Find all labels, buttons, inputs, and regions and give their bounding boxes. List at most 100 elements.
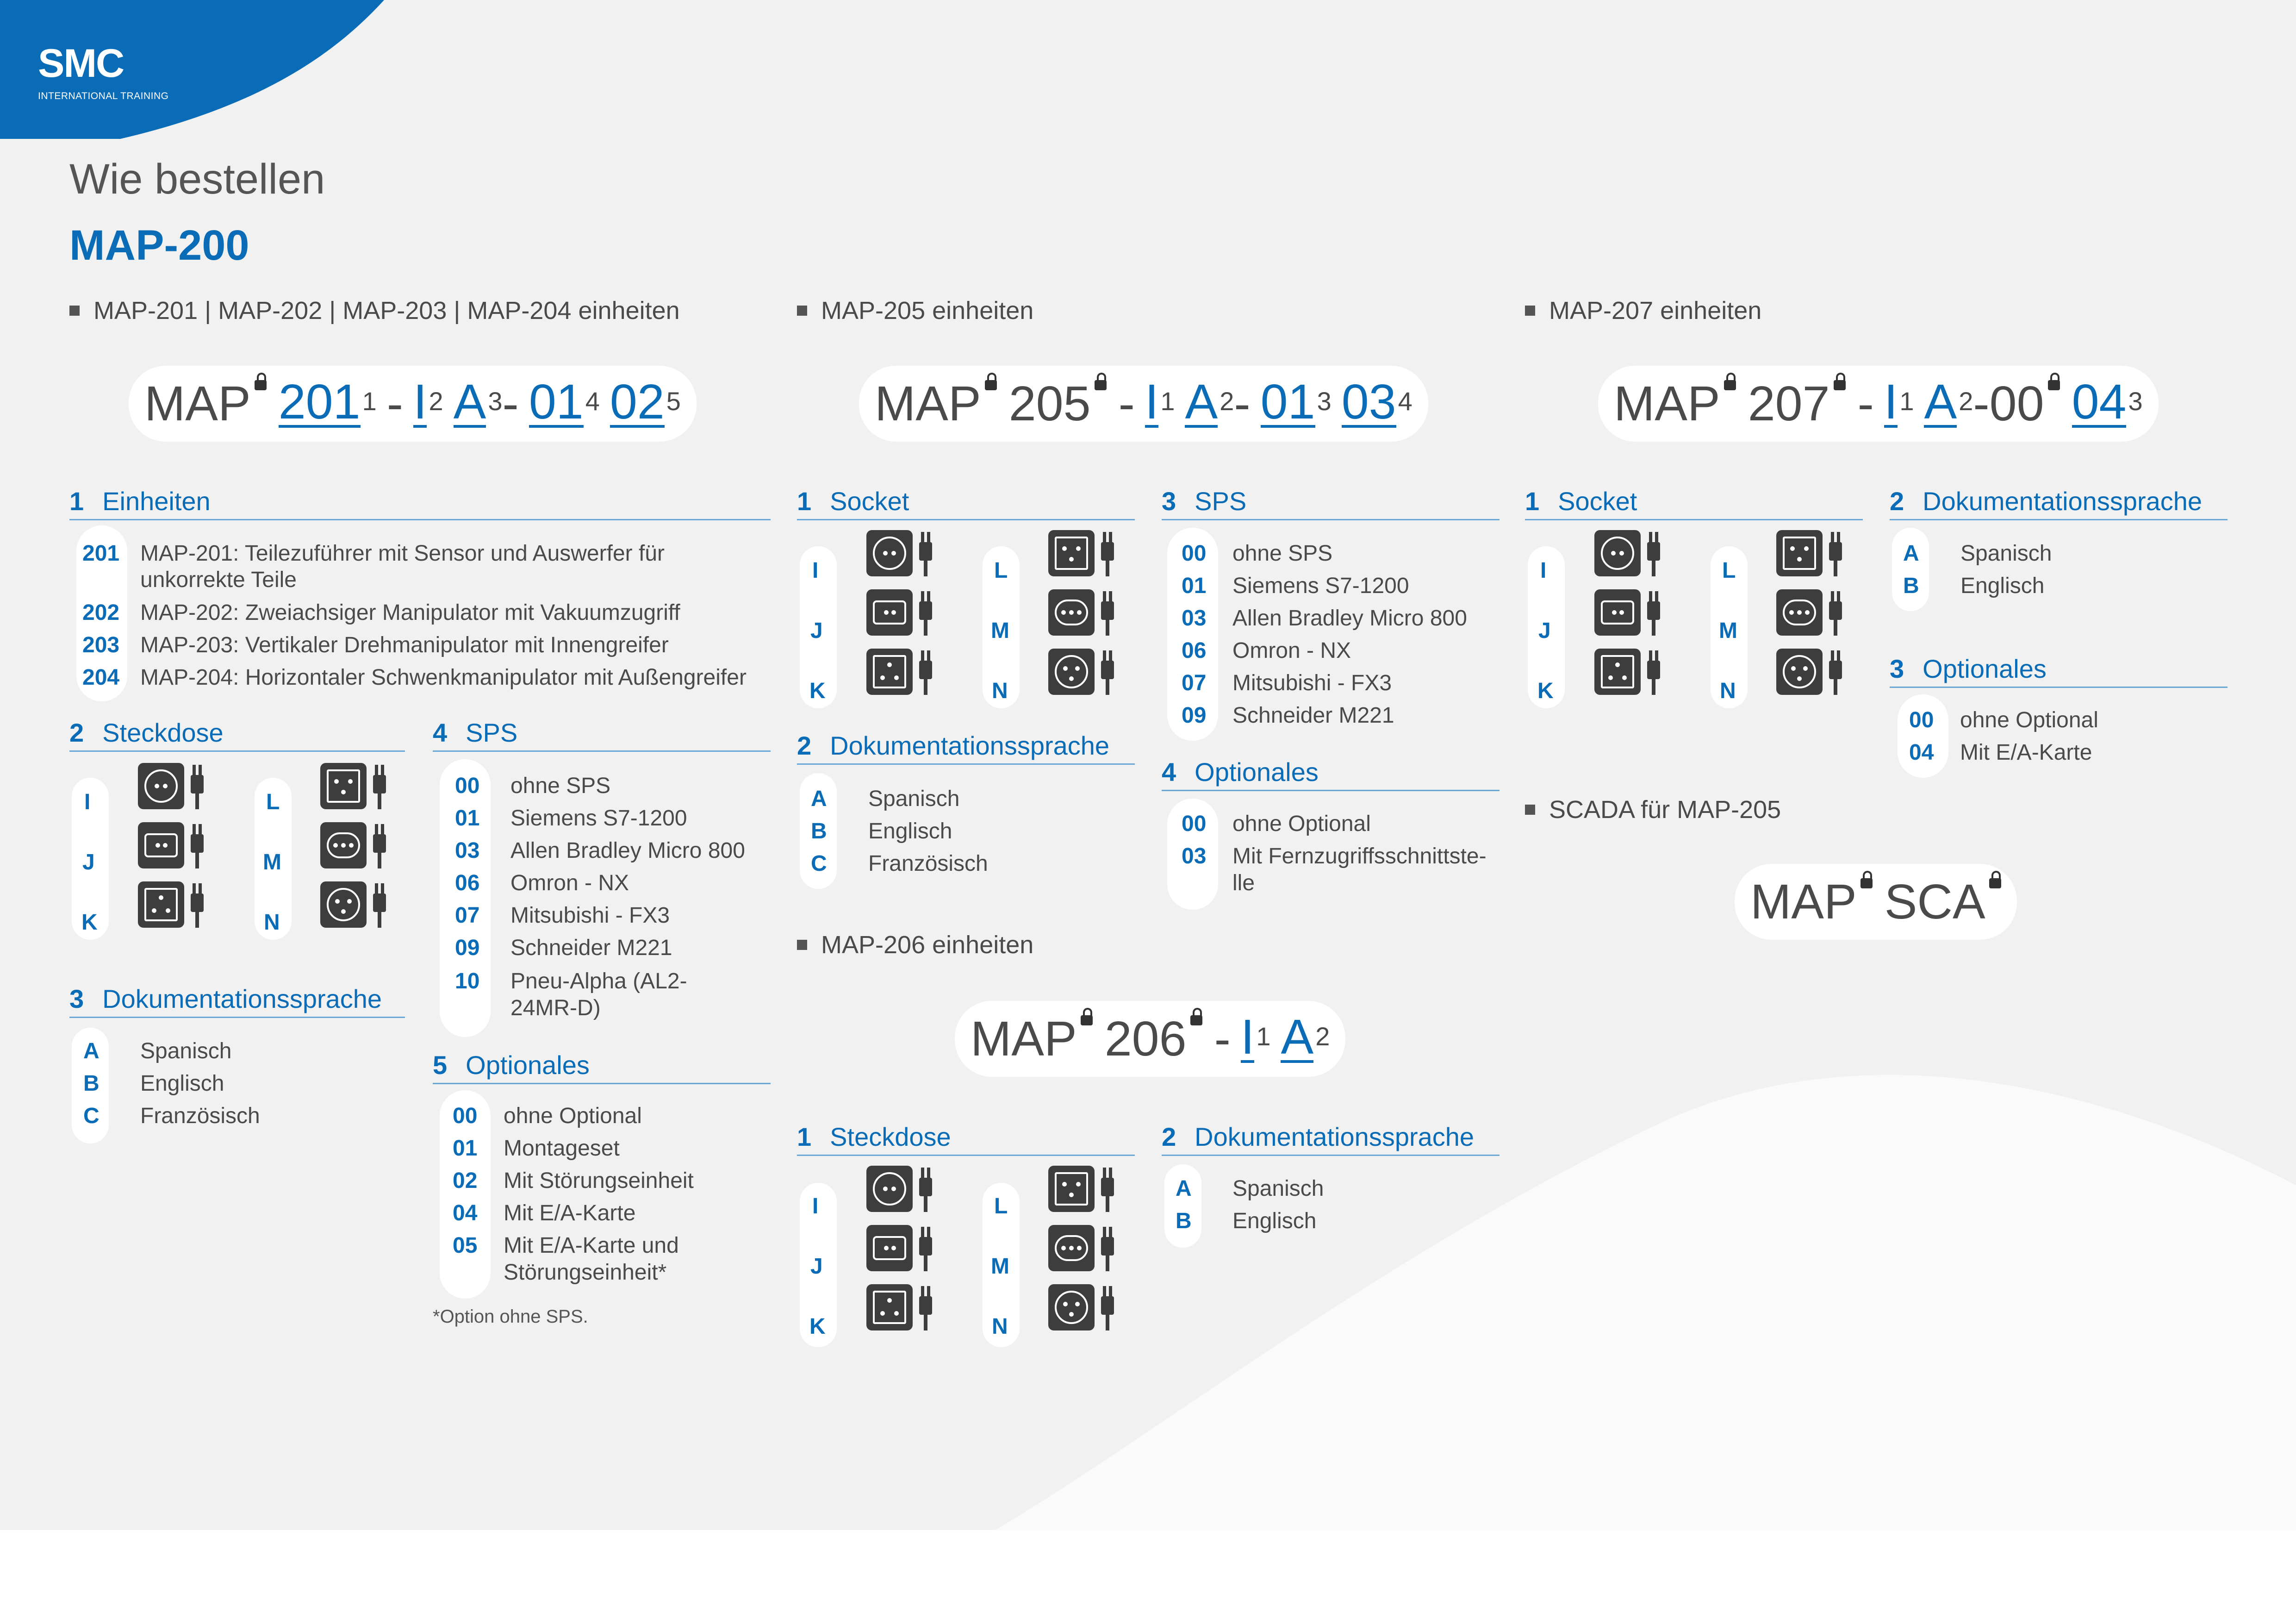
socket-type-j-icon: [866, 589, 913, 636]
plug-icon: [917, 589, 934, 636]
plug-icon: [1645, 649, 1662, 695]
socket-code-m: M: [991, 618, 1009, 643]
background-sweep: [0, 0, 2296, 1530]
code-column: [1528, 546, 1565, 708]
brand-logo: SMC: [38, 41, 124, 86]
plug-icon: [1645, 589, 1662, 636]
socket-code-j: J: [82, 850, 95, 874]
code-column: [983, 1183, 1020, 1347]
code-column: [1167, 528, 1218, 741]
plug-icon: [1645, 530, 1662, 576]
socket-type-k-icon: [866, 1284, 913, 1330]
code-column: [800, 773, 837, 889]
code-column: [1711, 546, 1748, 708]
socket-code-i: I: [1540, 558, 1547, 583]
lock-icon: [1724, 373, 1736, 390]
logo-corner-shape: [0, 0, 384, 139]
socket-type-n-icon: [1776, 649, 1823, 695]
socket-type-m-icon: [320, 822, 367, 868]
socket-type-j-icon: [138, 822, 184, 868]
plug-icon: [189, 881, 205, 928]
plug-icon: [917, 1166, 934, 1212]
socket-type-i-icon: [866, 1166, 913, 1212]
plug-icon: [371, 763, 388, 809]
socket-code-k: K: [809, 1314, 826, 1339]
lock-icon: [1833, 373, 1846, 390]
lock-icon: [1860, 871, 1873, 888]
socket-code-l: L: [994, 558, 1008, 583]
code-column: [76, 525, 127, 701]
socket-code-m: M: [991, 1254, 1009, 1279]
lock-icon: [2047, 373, 2060, 390]
section-heading-map201-204: MAP-201 | MAP-202 | MAP-203 | MAP-204 ei…: [69, 296, 680, 325]
socket-type-m-icon: [1048, 589, 1095, 636]
socket-code-k: K: [809, 679, 826, 703]
plug-icon: [1099, 649, 1116, 695]
plug-icon: [1099, 1225, 1116, 1271]
code-column: [255, 778, 292, 940]
section-heading-map207: MAP-207 einheiten: [1525, 296, 1761, 325]
socket-code-m: M: [1719, 618, 1737, 643]
socket-code-j: J: [810, 1254, 823, 1279]
section-heading-map205: MAP-205 einheiten: [797, 296, 1033, 325]
lock-icon: [984, 373, 997, 390]
code-column: [72, 778, 109, 940]
section-heading-map206: MAP-206 einheiten: [797, 931, 1033, 959]
code-column: [72, 1028, 109, 1143]
code-column: [440, 1090, 491, 1299]
plug-icon: [917, 530, 934, 576]
socket-code-n: N: [992, 679, 1008, 703]
socket-code-i: I: [84, 790, 91, 814]
socket-code-l: L: [1722, 558, 1736, 583]
socket-code-j: J: [1538, 618, 1551, 643]
section-heading-scada: SCADA für MAP-205: [1525, 795, 1781, 824]
code-column: [1892, 528, 1929, 611]
code-column: [800, 1183, 837, 1347]
socket-type-l-icon: [1048, 530, 1095, 576]
socket-code-n: N: [992, 1314, 1008, 1339]
lock-icon: [1190, 1008, 1202, 1025]
code-column: [800, 546, 837, 708]
page-bottom-band: [0, 1530, 2296, 1624]
code-column: [1167, 799, 1218, 910]
lock-icon: [254, 373, 267, 390]
code-column: [440, 759, 491, 1037]
socket-type-k-icon: [138, 881, 184, 928]
lock-icon: [1989, 871, 2001, 888]
plug-icon: [189, 822, 205, 868]
socket-code-k: K: [81, 910, 98, 935]
plug-icon: [1099, 1166, 1116, 1212]
socket-code-l: L: [266, 790, 280, 814]
socket-type-l-icon: [1048, 1166, 1095, 1212]
socket-type-j-icon: [866, 1225, 913, 1271]
brand-subtitle: INTERNATIONAL TRAINING: [38, 91, 169, 101]
socket-type-i-icon: [138, 763, 184, 809]
code-column: [1164, 1164, 1201, 1248]
footnote: *Option ohne SPS.: [433, 1306, 588, 1327]
plug-icon: [371, 881, 388, 928]
socket-type-i-icon: [1594, 530, 1641, 576]
socket-code-l: L: [994, 1194, 1008, 1218]
code-column: [983, 546, 1020, 708]
plug-icon: [917, 649, 934, 695]
socket-code-i: I: [812, 1194, 819, 1218]
page-subtitle: MAP-200: [69, 222, 249, 269]
plug-icon: [917, 1284, 934, 1330]
socket-code-n: N: [264, 910, 280, 935]
socket-type-m-icon: [1776, 589, 1823, 636]
